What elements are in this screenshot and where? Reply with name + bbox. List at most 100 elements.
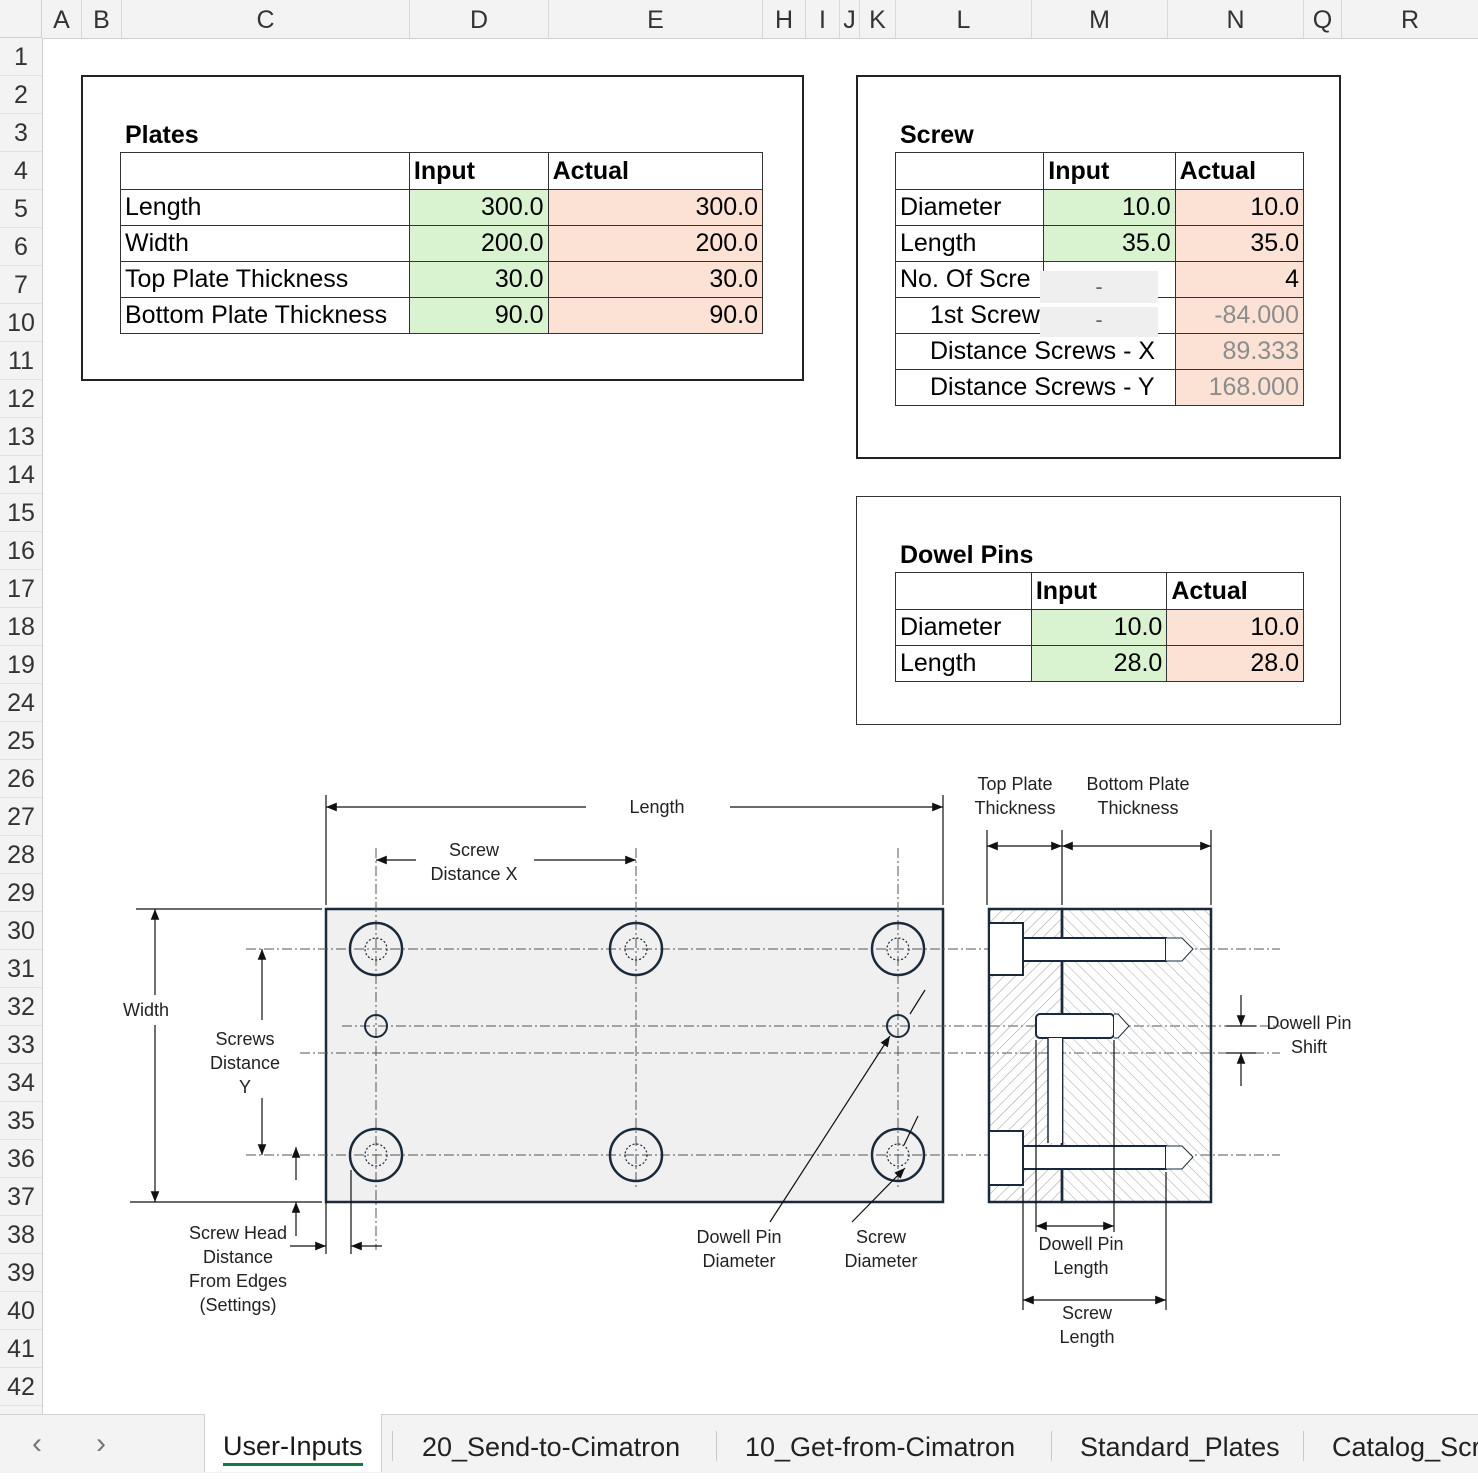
row-header[interactable]: 14 xyxy=(0,456,42,494)
column-header-d[interactable]: D xyxy=(410,0,549,38)
tab-10-get-from-cimatron[interactable]: 10_Get-from-Cimatron xyxy=(727,1415,1033,1473)
column-header-a[interactable]: A xyxy=(42,0,82,38)
tab-label: 20_Send-to-Cimatron xyxy=(422,1432,681,1462)
row-label[interactable]: Top Plate Thickness xyxy=(120,261,410,298)
column-header-l[interactable]: L xyxy=(896,0,1032,38)
screw-diameter-label-1: Screw xyxy=(856,1227,907,1247)
row-header[interactable]: 32 xyxy=(0,988,42,1026)
input-cell[interactable]: 35.0 xyxy=(1043,225,1176,262)
row-header[interactable]: 6 xyxy=(0,228,42,266)
actual-cell[interactable]: 10.0 xyxy=(1174,189,1305,226)
actual-cell[interactable]: 4 xyxy=(1174,261,1305,298)
column-header-b[interactable]: B xyxy=(82,0,122,38)
row-header[interactable]: 16 xyxy=(0,532,42,570)
column-header-c[interactable]: C xyxy=(122,0,410,38)
column-header-n[interactable]: N xyxy=(1168,0,1304,38)
row-header[interactable]: 17 xyxy=(0,570,42,608)
column-header-r[interactable]: R xyxy=(1400,6,1420,34)
row-header[interactable]: 4 xyxy=(0,152,42,190)
row-header[interactable]: 2 xyxy=(0,76,42,114)
row-label[interactable]: Length xyxy=(895,645,1032,682)
row-header[interactable]: 13 xyxy=(0,418,42,456)
actual-cell[interactable]: 168.000 xyxy=(1174,369,1305,406)
row-header[interactable]: 29 xyxy=(0,874,42,912)
actual-header[interactable]: Actual xyxy=(1174,152,1305,190)
actual-cell[interactable]: 10.0 xyxy=(1166,609,1304,646)
row-header[interactable]: 38 xyxy=(0,1216,42,1254)
input-cell[interactable]: 90.0 xyxy=(408,297,549,334)
tab-standard-plates[interactable]: Standard_Plates xyxy=(1062,1415,1298,1473)
row-header[interactable]: 34 xyxy=(0,1064,42,1102)
column-header-q[interactable]: Q xyxy=(1304,0,1342,38)
first-screw-control[interactable]: - xyxy=(1040,307,1158,337)
column-header-i[interactable]: I xyxy=(806,0,840,38)
tab-user-inputs[interactable]: User-Inputs xyxy=(204,1414,382,1472)
input-cell[interactable]: 300.0 xyxy=(408,189,549,226)
tab-20-send-to-cimatron[interactable]: 20_Send-to-Cimatron xyxy=(404,1415,698,1473)
row-header[interactable]: 27 xyxy=(0,798,42,836)
row-header[interactable]: 11 xyxy=(0,342,42,380)
row-header[interactable]: 37 xyxy=(0,1178,42,1216)
actual-header[interactable]: Actual xyxy=(547,152,764,190)
input-cell[interactable]: 30.0 xyxy=(408,261,549,298)
actual-cell[interactable]: 200.0 xyxy=(547,225,764,262)
row-header[interactable]: 28 xyxy=(0,836,42,874)
row-header[interactable]: 31 xyxy=(0,950,42,988)
row-header[interactable]: 25 xyxy=(0,722,42,760)
actual-cell[interactable]: 28.0 xyxy=(1166,645,1304,682)
actual-header[interactable]: Actual xyxy=(1166,572,1304,610)
row-label[interactable]: Bottom Plate Thickness xyxy=(120,297,410,334)
input-cell[interactable]: 10.0 xyxy=(1043,189,1176,226)
actual-cell[interactable]: -84.000 xyxy=(1174,297,1305,334)
row-header[interactable]: 35 xyxy=(0,1102,42,1140)
row-header[interactable]: 36 xyxy=(0,1140,42,1178)
row-header[interactable]: 1 xyxy=(0,38,42,76)
row-header[interactable]: 40 xyxy=(0,1292,42,1330)
row-header[interactable]: 42 xyxy=(0,1368,42,1406)
row-label[interactable]: 1st Screw xyxy=(894,297,1044,334)
select-all-corner[interactable] xyxy=(0,0,42,38)
row-header[interactable]: 15 xyxy=(0,494,42,532)
row-header[interactable]: 12 xyxy=(0,380,42,418)
row-header[interactable]: 24 xyxy=(0,684,42,722)
actual-cell[interactable]: 90.0 xyxy=(547,297,764,334)
column-header-j[interactable]: J xyxy=(840,0,860,38)
row-header[interactable]: 7 xyxy=(0,266,42,304)
row-header[interactable]: 30 xyxy=(0,912,42,950)
input-header[interactable]: Input xyxy=(408,152,549,190)
column-header-k[interactable]: K xyxy=(860,0,896,38)
input-cell[interactable]: 200.0 xyxy=(408,225,549,262)
blank-header-cell[interactable] xyxy=(120,152,410,190)
input-cell[interactable]: 10.0 xyxy=(1030,609,1168,646)
row-header[interactable]: 18 xyxy=(0,608,42,646)
row-header[interactable]: 33 xyxy=(0,1026,42,1064)
row-header[interactable]: 5 xyxy=(0,190,42,228)
no-of-screws-control[interactable]: - xyxy=(1040,271,1158,303)
actual-cell[interactable]: 89.333 xyxy=(1174,333,1305,370)
actual-cell[interactable]: 300.0 xyxy=(547,189,764,226)
row-header[interactable]: 19 xyxy=(0,646,42,684)
input-header[interactable]: Input xyxy=(1043,152,1176,190)
row-header[interactable]: 39 xyxy=(0,1254,42,1292)
row-label[interactable]: Length xyxy=(120,189,410,226)
input-cell[interactable]: 28.0 xyxy=(1030,645,1168,682)
table-row: Bottom Plate Thickness 90.0 90.0 xyxy=(120,297,764,334)
blank-header-cell[interactable] xyxy=(894,152,1045,190)
blank-header-cell[interactable] xyxy=(895,572,1032,610)
scroll-tabs-right-icon[interactable]: › xyxy=(96,1427,106,1460)
actual-cell[interactable]: 35.0 xyxy=(1174,225,1305,262)
scroll-tabs-left-icon[interactable]: ‹ xyxy=(32,1427,42,1460)
column-header-h[interactable]: H xyxy=(763,0,806,38)
width-label: Width xyxy=(123,1000,169,1020)
row-label[interactable]: No. Of Scre xyxy=(894,261,1045,298)
row-header[interactable]: 26 xyxy=(0,760,42,798)
row-header[interactable]: 3 xyxy=(0,114,42,152)
row-label[interactable]: Distance Screws - Y xyxy=(895,369,1176,406)
row-label[interactable]: Length xyxy=(894,225,1045,262)
column-header-e[interactable]: E xyxy=(549,0,763,38)
row-header[interactable]: 41 xyxy=(0,1330,42,1368)
column-header-m[interactable]: M xyxy=(1032,0,1168,38)
row-label[interactable]: Diameter xyxy=(895,609,1032,646)
tab-catalog-screws[interactable]: Catalog_Scre xyxy=(1314,1415,1478,1473)
row-header[interactable]: 10 xyxy=(0,304,42,342)
